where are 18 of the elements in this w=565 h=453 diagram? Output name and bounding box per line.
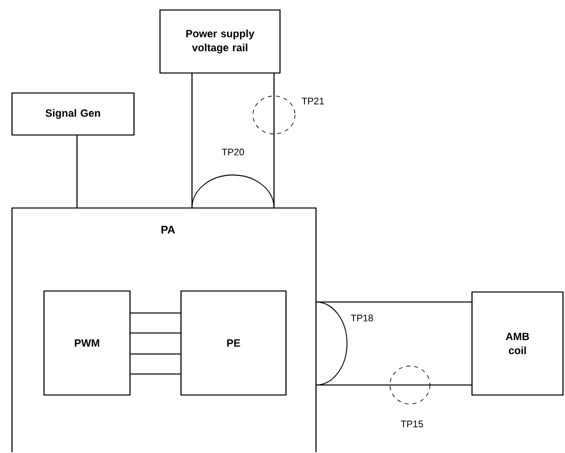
test-point-label: TP21 [302,98,324,104]
wire [130,373,180,375]
wire [130,353,180,355]
block-box: Signal Gen [11,92,135,136]
test-point-label: TP15 [400,420,423,428]
wire [130,332,180,334]
block-box: Power supply voltage rail [159,9,281,74]
wire [316,384,472,386]
block-box: PE [180,290,287,396]
test-point-label: TP18 [350,314,373,322]
block-box: AMB coil [471,291,564,396]
wire [191,74,193,208]
wire [76,136,78,208]
test-point-label: TP20 [222,148,244,156]
wire [316,301,472,303]
wire [273,74,275,208]
block-box: PWM [43,290,131,396]
wire [130,312,180,314]
